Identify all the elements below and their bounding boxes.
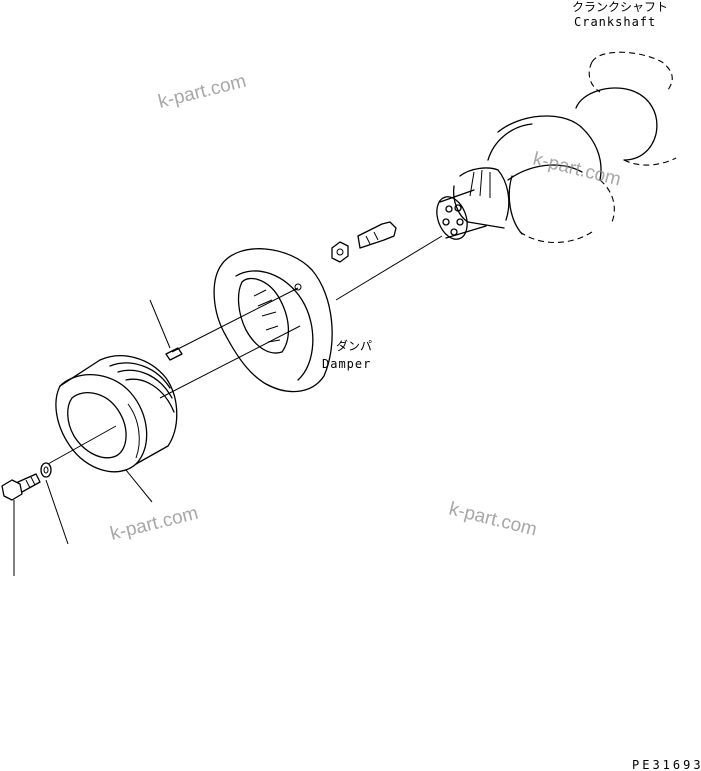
centerline-3 (47, 425, 117, 465)
damper (213, 248, 333, 393)
small-bolt (357, 221, 397, 249)
washer-leader (45, 479, 69, 545)
watermark: k-part.com (447, 498, 539, 540)
crankshaft-label-jp: クランクシャフト (572, 0, 668, 14)
pulley-bolt (1, 473, 41, 501)
drawing-code: PE31693 (632, 758, 701, 771)
nut (331, 241, 349, 263)
damper-label-jp: ダンパ (336, 338, 372, 353)
washer (40, 462, 52, 478)
dowel-pin (165, 347, 183, 361)
centerline-2 (159, 325, 301, 399)
watermark: k-part.com (108, 503, 200, 545)
watermark: k-part.com (531, 148, 623, 190)
centerline-pin (171, 287, 299, 353)
watermark: k-part.com (156, 71, 248, 113)
pin-leader (149, 299, 171, 349)
centerline-1 (335, 235, 443, 301)
damper-label: Damper (322, 357, 371, 371)
crankshaft (436, 51, 677, 243)
crankshaft-label: Crankshaft (574, 15, 656, 29)
pulley (55, 355, 178, 473)
pulley-leader (125, 469, 153, 503)
